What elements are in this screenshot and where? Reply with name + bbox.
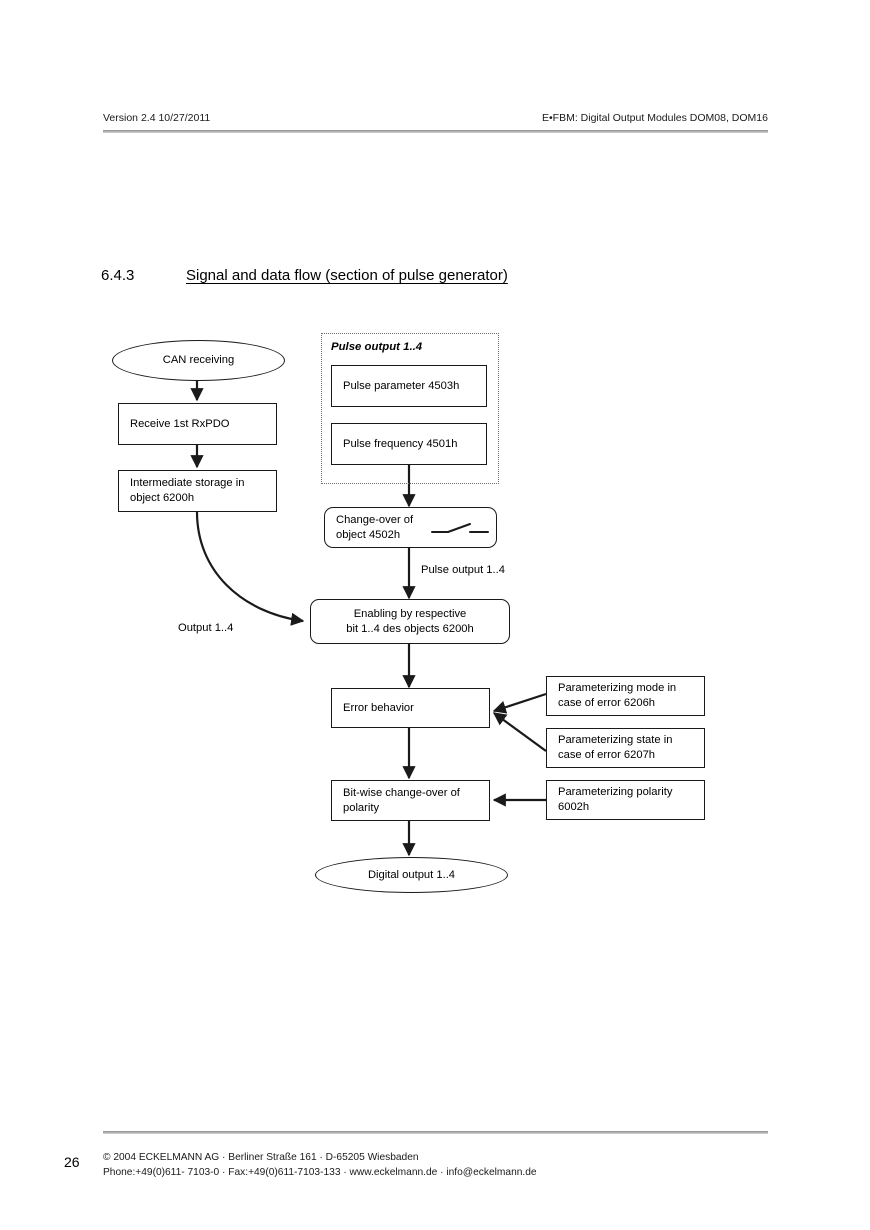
node-can-receiving: CAN receiving <box>112 340 285 381</box>
node-pulse-parameter-label: Pulse parameter 4503h <box>343 379 460 392</box>
edge-label-pulse-output: Pulse output 1..4 <box>421 564 505 576</box>
section-number: 6.4.3 <box>101 267 135 284</box>
node-parameterizing-polarity-line1: Parameterizing polarity <box>558 786 673 798</box>
node-receive-rxpdo-label: Receive 1st RxPDO <box>130 417 230 430</box>
footer-address: © 2004 ECKELMANN AG · Berliner Straße 16… <box>103 1151 537 1180</box>
group-pulse-output-label: Pulse output 1..4 <box>331 341 423 353</box>
node-error-behavior-label: Error behavior <box>343 701 414 714</box>
header-document-title: E•FBM: Digital Output Modules DOM08, DOM… <box>541 112 768 124</box>
node-changeover-object: Change-over of object 4502h <box>324 507 497 548</box>
page-number: 26 <box>64 1154 80 1170</box>
node-enabling: Enabling by respective bit 1..4 des obje… <box>310 599 510 644</box>
edge-label-output: Output 1..4 <box>178 622 234 634</box>
node-intermediate-storage-line1: Intermediate storage in <box>130 477 245 489</box>
header-divider <box>103 130 768 133</box>
node-pulse-frequency-label: Pulse frequency 4501h <box>343 437 458 450</box>
node-intermediate-storage: Intermediate storage in object 6200h <box>118 470 277 512</box>
header-version: Version 2.4 10/27/2011 <box>103 112 211 124</box>
node-parameterizing-state-line1: Parameterizing state in <box>558 734 673 746</box>
node-parameterizing-mode: Parameterizing mode in case of error 620… <box>546 676 705 716</box>
node-parameterizing-polarity-line2: 6002h <box>558 801 590 813</box>
connector-paramstate-to-error <box>492 712 547 752</box>
node-enabling-line2: bit 1..4 des objects 6200h <box>346 622 474 635</box>
node-enabling-line1: Enabling by respective <box>353 607 467 620</box>
node-pulse-parameter: Pulse parameter 4503h <box>331 365 487 407</box>
node-parameterizing-state: Parameterizing state in case of error 62… <box>546 728 705 768</box>
footer-address-line2: Phone:+49(0)611- 7103-0 · Fax:+49(0)611-… <box>103 1166 537 1178</box>
node-can-receiving-label: CAN receiving <box>162 354 235 366</box>
node-parameterizing-mode-line1: Parameterizing mode in <box>558 682 677 694</box>
switch-icon <box>430 514 492 547</box>
node-pulse-frequency: Pulse frequency 4501h <box>331 423 487 465</box>
node-changeover-line1: Change-over of <box>336 513 414 526</box>
node-digital-output: Digital output 1..4 <box>315 857 508 893</box>
node-bitwise-line1: Bit-wise change-over of <box>343 786 460 799</box>
node-bitwise-changeover: Bit-wise change-over of polarity <box>331 780 490 821</box>
page-header: Version 2.4 10/27/2011 E•FBM: Digital Ou… <box>103 112 768 130</box>
connector-storage-to-enabling <box>195 511 305 626</box>
group-pulse-output <box>321 333 499 484</box>
node-receive-rxpdo: Receive 1st RxPDO <box>118 403 277 445</box>
node-digital-output-label: Digital output 1..4 <box>367 868 456 881</box>
node-error-behavior: Error behavior <box>331 688 490 728</box>
node-bitwise-line2: polarity <box>343 801 380 814</box>
footer-address-line1: © 2004 ECKELMANN AG · Berliner Straße 16… <box>103 1152 419 1163</box>
node-parameterizing-polarity: Parameterizing polarity 6002h <box>546 780 705 820</box>
footer-divider <box>103 1131 768 1134</box>
node-parameterizing-mode-line2: case of error 6206h <box>558 697 656 709</box>
connector-parammode-to-error <box>492 692 547 714</box>
section-title: Signal and data flow (section of pulse g… <box>186 267 508 284</box>
node-changeover-line2: object 4502h <box>336 528 401 541</box>
node-intermediate-storage-line2: object 6200h <box>130 492 195 504</box>
node-parameterizing-state-line2: case of error 6207h <box>558 749 656 761</box>
